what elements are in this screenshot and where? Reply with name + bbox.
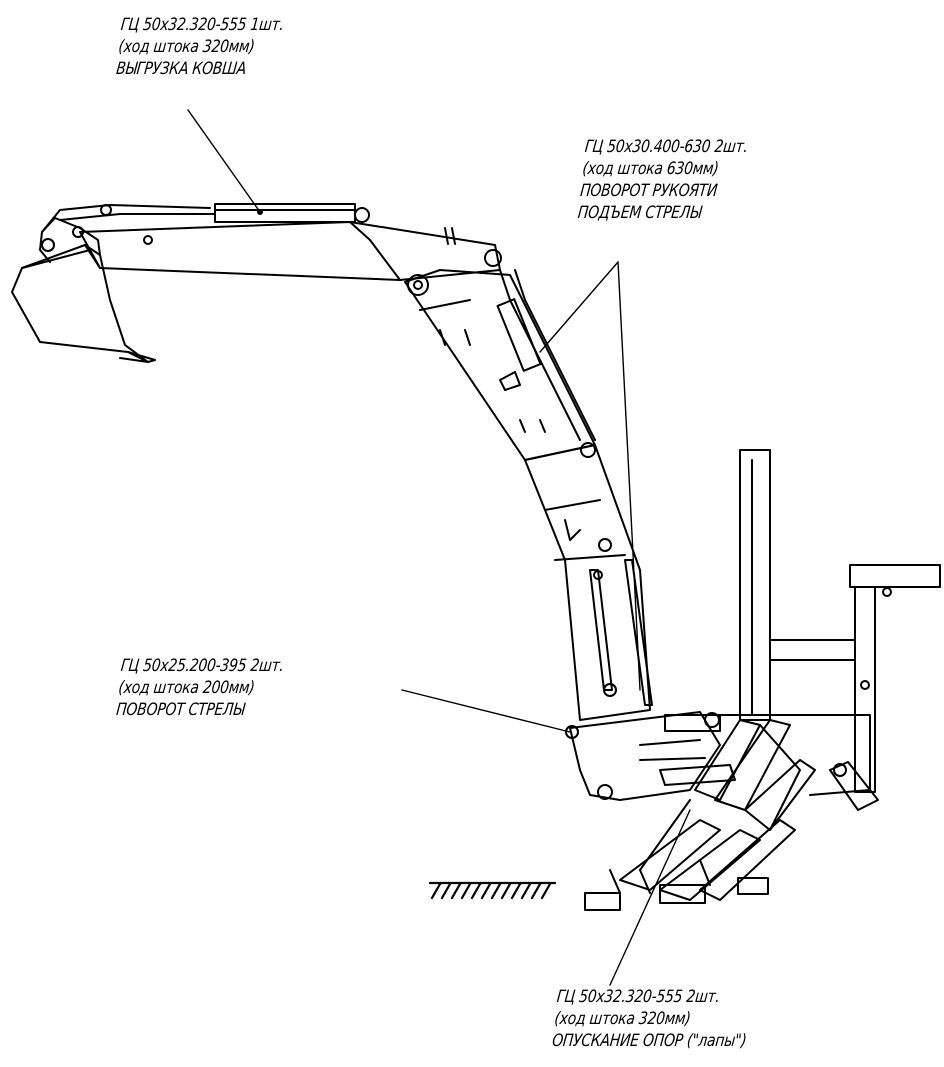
- outrigger-legs: [619, 719, 816, 901]
- arm-cylinder-function-1: ПОВОРОТ РУКОЯТИ: [579, 181, 719, 201]
- arm-cylinder-function-2: ПОДЪЕМ СТРЕЛЫ: [576, 203, 703, 223]
- swing-bracket: [565, 711, 721, 801]
- label-outrigger-cylinder: ГЦ 50x32.320-555 2шт. (ход штока 320мм) …: [551, 986, 752, 1052]
- bucket-cylinder-stroke: (ход штока 320мм): [117, 37, 256, 57]
- leader-arm-cylinder-a: [539, 261, 619, 353]
- arm-cylinder: [496, 269, 596, 441]
- label-arm-cylinder: ГЦ 50x30.400-630 2шт. (ход штока 630мм) …: [577, 136, 749, 224]
- bucket-cylinder-spec: ГЦ 50x32.320-555 1шт.: [119, 15, 285, 35]
- swing-cylinder-spec: ГЦ 50x25.200-395 2шт.: [119, 656, 285, 676]
- boom-upper: [404, 269, 596, 461]
- bucket: [11, 217, 156, 363]
- outrigger-cylinder-function: ОПУСКАНИЕ ОПОР ("лапы"): [551, 1031, 748, 1051]
- boom-lower: [524, 444, 651, 721]
- ground-line: [428, 881, 557, 900]
- swing-cylinder-stroke: (ход штока 200мм): [117, 678, 256, 698]
- leader-bucket-cylinder: [187, 109, 261, 213]
- swing-cylinders: [659, 712, 736, 786]
- label-swing-cylinder: ГЦ 50x25.200-395 2шт. (ход штока 200мм) …: [115, 655, 285, 721]
- leader-outrigger-cylinder: [609, 809, 691, 986]
- bucket-cylinder: [214, 203, 370, 223]
- bucket-cylinder-function: ВЫГРУЗКА КОВША: [115, 59, 248, 79]
- arm-cylinder-stroke: (ход штока 630мм): [581, 159, 720, 179]
- swing-cylinder-function: ПОВОРОТ СТРЕЛЫ: [115, 700, 246, 720]
- arm-cylinder-spec: ГЦ 50x30.400-630 2шт.: [583, 137, 749, 157]
- arm-link: [41, 204, 216, 233]
- leader-swing-cylinder: [401, 689, 571, 733]
- leader-arm-cylinder-b: [617, 261, 641, 691]
- outrigger-cylinder-spec: ГЦ 50x32.320-555 2шт.: [555, 987, 721, 1007]
- boom-cylinders: [589, 559, 653, 706]
- outrigger-cylinder-stroke: (ход штока 320мм): [553, 1009, 692, 1029]
- mounting-frame: [719, 449, 941, 811]
- label-bucket-cylinder: ГЦ 50x32.320-555 1шт. (ход штока 320мм) …: [115, 14, 285, 80]
- outrigger-pads: [584, 859, 769, 911]
- leader-lines: [187, 109, 691, 986]
